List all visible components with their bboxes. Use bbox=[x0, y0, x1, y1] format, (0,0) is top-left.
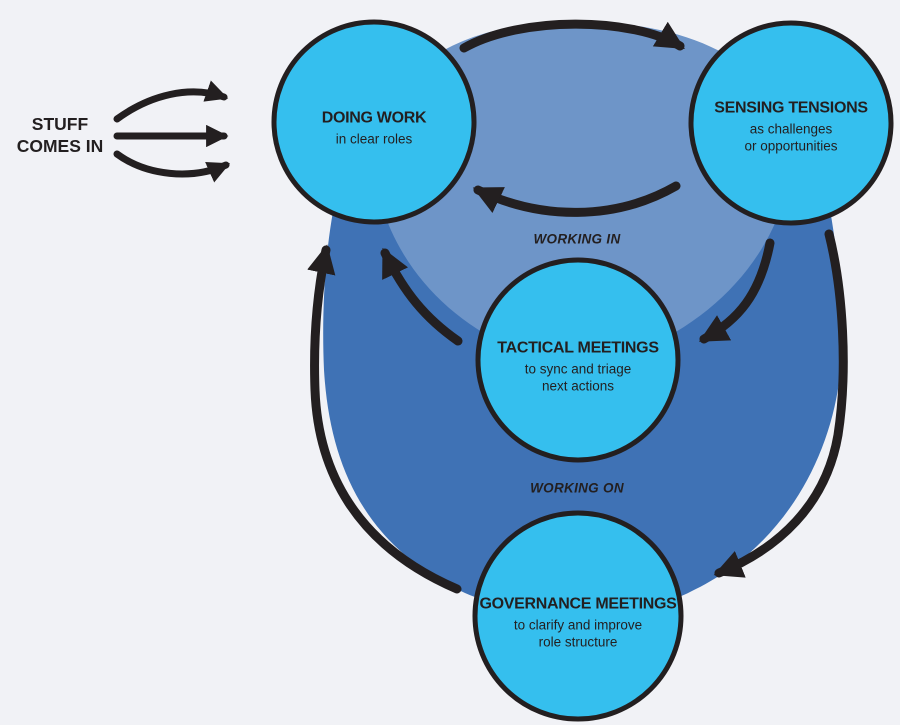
stuff-arrow-bottom bbox=[113, 150, 231, 183]
arrow-sensing-to-tactical bbox=[698, 238, 775, 344]
working-in-loop-shape bbox=[371, 22, 795, 362]
sensing-tensions-circle bbox=[688, 20, 894, 226]
working-on-label: WORKING ON bbox=[530, 480, 624, 496]
governance-meetings-subtitle: to clarify and improve role structure bbox=[478, 618, 678, 651]
arrow-tactical-to-doing bbox=[380, 247, 463, 346]
sensing-tensions-title: SENSING TENSIONS bbox=[714, 99, 868, 117]
doing-work-subtitle: in clear roles bbox=[335, 131, 413, 147]
stuff-comes-in-line1: STUFF bbox=[31, 114, 89, 135]
tactical-meetings-label: TACTICAL MEETINGS to sync and triage nex… bbox=[478, 339, 678, 394]
working-in-label: WORKING IN bbox=[533, 231, 621, 247]
doing-work-label: DOING WORK in clear roles bbox=[274, 110, 474, 149]
governance-meetings-label: GOVERNANCE MEETINGS to clarify and impro… bbox=[478, 595, 678, 650]
tactical-meetings-title: TACTICAL MEETINGS bbox=[497, 339, 659, 357]
sensing-tensions-subtitle-line2: or opportunities bbox=[744, 138, 838, 154]
sensing-tensions-label: SENSING TENSIONS as challenges or opport… bbox=[691, 99, 891, 154]
doing-work-title: DOING WORK bbox=[321, 109, 427, 127]
stuff-comes-in-line2: COMES IN bbox=[16, 136, 104, 156]
arrow-sensing-to-governance bbox=[713, 229, 848, 578]
arrow-sensing-to-doing bbox=[472, 181, 681, 217]
tactical-meetings-subtitle-line1: to sync and triage bbox=[524, 361, 632, 377]
tactical-meetings-subtitle: to sync and triage next actions bbox=[478, 362, 678, 395]
arrow-doing-to-sensing bbox=[459, 19, 685, 53]
doing-work-circle bbox=[271, 19, 477, 225]
sensing-tensions-subtitle-line1: as challenges bbox=[749, 121, 833, 137]
tactical-meetings-subtitle-line2: next actions bbox=[541, 378, 615, 394]
sensing-tensions-subtitle: as challenges or opportunities bbox=[691, 122, 891, 155]
stuff-arrow-top bbox=[113, 80, 229, 123]
governance-meetings-subtitle-line2: role structure bbox=[538, 634, 618, 650]
governance-meetings-subtitle-line1: to clarify and improve bbox=[513, 617, 643, 633]
governance-meetings-circle bbox=[472, 510, 684, 722]
stuff-comes-in-label: STUFF COMES IN bbox=[0, 114, 120, 158]
governance-meetings-title: GOVERNANCE MEETINGS bbox=[479, 595, 677, 613]
tactical-meetings-circle bbox=[475, 257, 681, 463]
arrow-governance-to-doing bbox=[307, 244, 462, 594]
